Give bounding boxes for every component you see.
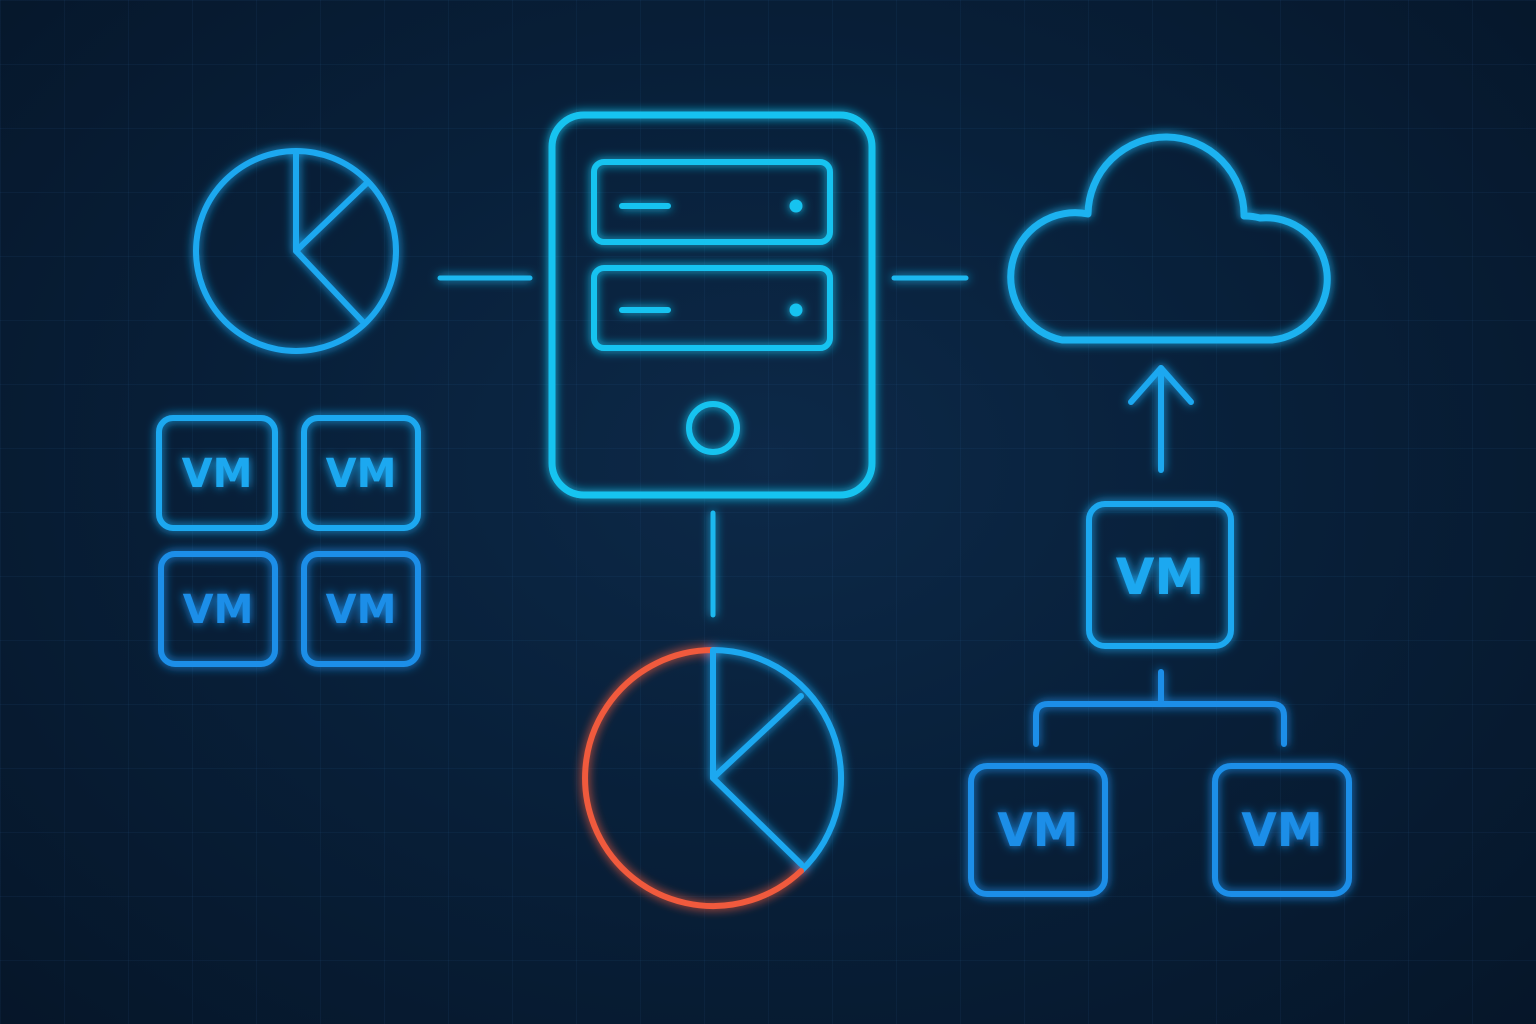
vm-icon: VM [158, 551, 278, 667]
server-icon [548, 111, 876, 499]
vm-root-label: VM [1116, 548, 1204, 606]
vm-icon: VM [1086, 501, 1234, 649]
pie-chart-icon [193, 148, 399, 354]
vm-icon: VM [968, 763, 1108, 897]
cloud-icon [1007, 133, 1331, 344]
vm-label: VM [326, 451, 397, 497]
vm-icon: VM [156, 415, 278, 531]
vm-grid: VM VM VM VM [156, 415, 421, 667]
vm-label: VM [326, 587, 397, 633]
vm-icon: VM [301, 415, 421, 531]
vm-child-label: VM [997, 803, 1078, 857]
vm-child-label: VM [1241, 803, 1322, 857]
pie-chart-alert-icon [582, 647, 845, 909]
vm-icon: VM [1212, 763, 1352, 897]
vm-label: VM [182, 451, 253, 497]
vm-icon: VM [301, 551, 421, 667]
vm-label: VM [183, 587, 254, 633]
vm-tree: VM VM VM [968, 501, 1352, 897]
vm-tree-connector [1033, 669, 1287, 747]
arrow-up-icon [1128, 365, 1194, 473]
